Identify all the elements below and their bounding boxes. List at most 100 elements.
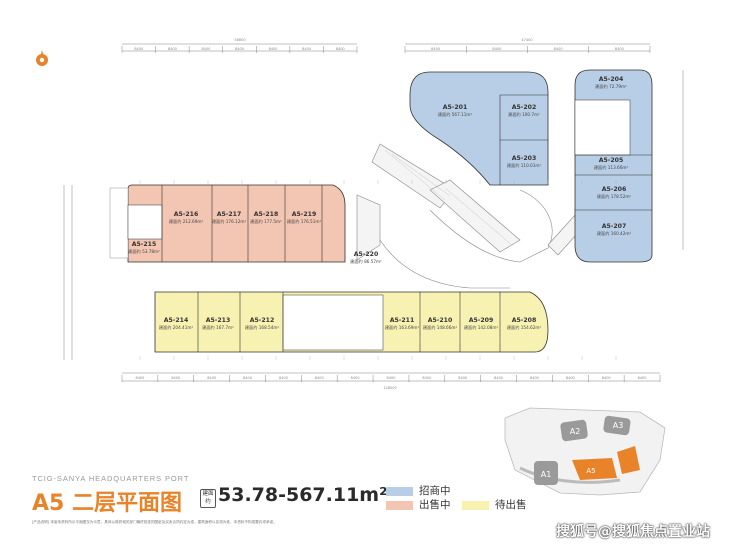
ramp-structure: [356, 143, 586, 289]
key-a2: [560, 419, 588, 442]
key-a3: [603, 415, 631, 436]
unit-id: A5-213: [206, 317, 231, 324]
dimension-label: 8400: [458, 376, 467, 380]
compass-icon: [36, 50, 48, 66]
legend-swatch-pink: [386, 500, 413, 510]
unit-label-a5-220[interactable]: A5-220 建面约 86.57m²: [350, 251, 382, 265]
unit-area: 建面约 110.01m²: [507, 162, 542, 169]
dimension-label: 8400: [134, 47, 143, 51]
building-block-a: [409, 71, 549, 186]
unit-id: A5-206: [602, 186, 627, 193]
unit-id: A5-202: [512, 104, 537, 111]
dimension-label: 8400: [315, 376, 324, 380]
unit-id: A5-211: [390, 317, 415, 324]
unit-area: 建面约 160.42m²: [597, 230, 632, 237]
dimension-label: 8400: [207, 376, 216, 380]
key-a5: [572, 458, 617, 480]
unit-area: 建面约 148.66m²: [423, 324, 458, 331]
legend-label-yellow: 待出售: [495, 499, 527, 511]
unit-area: 建面约 167.7m²: [202, 324, 234, 331]
dimension-label: 8400: [168, 47, 177, 51]
dimension-label: 8400: [135, 376, 144, 380]
dim-top-left-total: 58800: [234, 38, 245, 42]
legend-item-yellow: 待出售: [462, 497, 527, 512]
unit-id: A5-201: [443, 104, 468, 111]
unit-area: 建面约 212.69m²: [169, 218, 204, 225]
dimension-label: 8400: [351, 376, 360, 380]
dimension-label: 8400: [235, 47, 244, 51]
unit-id: A5-219: [292, 211, 317, 218]
unit-area: 建面约 177.5m²: [250, 218, 282, 225]
key-a2-label: A2: [570, 427, 581, 436]
dimension-label: 8400: [279, 376, 288, 380]
dimension-label: 8400: [566, 376, 575, 380]
dimension-label: 8400: [243, 376, 252, 380]
unit-area: 建面约 168.54m²: [245, 324, 280, 331]
unit-id: A5-215: [132, 241, 157, 248]
unit-id: A5-205: [599, 157, 624, 164]
unit-area: 建面约 178.52m²: [597, 193, 632, 200]
dimension-label: 8400: [171, 376, 180, 380]
dimension-label: 8400: [602, 376, 611, 380]
dimension-label: 8400: [387, 376, 396, 380]
dimension-label: 8400: [201, 47, 210, 51]
legend-swatch-blue: [386, 486, 413, 496]
dimension-label: 8400: [494, 376, 503, 380]
unit-id: A5-203: [512, 155, 537, 162]
dimension-label: 8400: [615, 47, 624, 51]
area-range: 53.78-567.11m²: [218, 484, 388, 506]
unit-id: A5-210: [428, 317, 453, 324]
unit-id: A5-212: [250, 317, 275, 324]
unit-area: 建面约 53.78m²: [128, 248, 160, 255]
dimension-label: 8400: [302, 47, 311, 51]
dim-top-right-total: 47400: [521, 38, 532, 42]
dimension-label: 8400: [554, 47, 563, 51]
key-a1-label: A1: [541, 470, 552, 479]
dimension-label: 8400: [269, 47, 278, 51]
legend-label-pink: 出售中: [419, 499, 451, 511]
unit-area: 建面约 567.11m²: [438, 111, 473, 118]
unit-id: A5-207: [602, 223, 627, 230]
unit-id: A5-218: [254, 211, 279, 218]
watermark: 搜狐号@搜狐焦点置业站: [556, 524, 710, 540]
unit-id: A5-214: [164, 317, 189, 324]
unit-area: 建面约 154.62m²: [507, 324, 542, 331]
unit-id: A5-204: [599, 76, 624, 83]
dimension-label: 8400: [422, 376, 431, 380]
unit-area: 建面约 142.08m²: [464, 324, 499, 331]
dimension-label: 8400: [492, 47, 501, 51]
key-a5-label: A5: [586, 467, 595, 475]
unit-area: 建面约 163.69m²: [385, 324, 420, 331]
legend-item-blue: 招商中: [386, 483, 451, 498]
key-a3-label: A3: [613, 421, 624, 430]
building-block-c: [127, 184, 346, 263]
unit-id: A5-209: [469, 317, 494, 324]
dimension-label: 8400: [336, 47, 345, 51]
unit-area: 建面约 86.57m²: [350, 258, 382, 265]
key-map: A2 A3 A1 A5: [504, 407, 666, 496]
dim-bottom-total: 128000: [383, 386, 396, 390]
unit-id: A5-220: [354, 251, 379, 258]
unit-id: A5-216: [174, 211, 199, 218]
unit-area: 建面约 176.51m²: [287, 218, 322, 225]
